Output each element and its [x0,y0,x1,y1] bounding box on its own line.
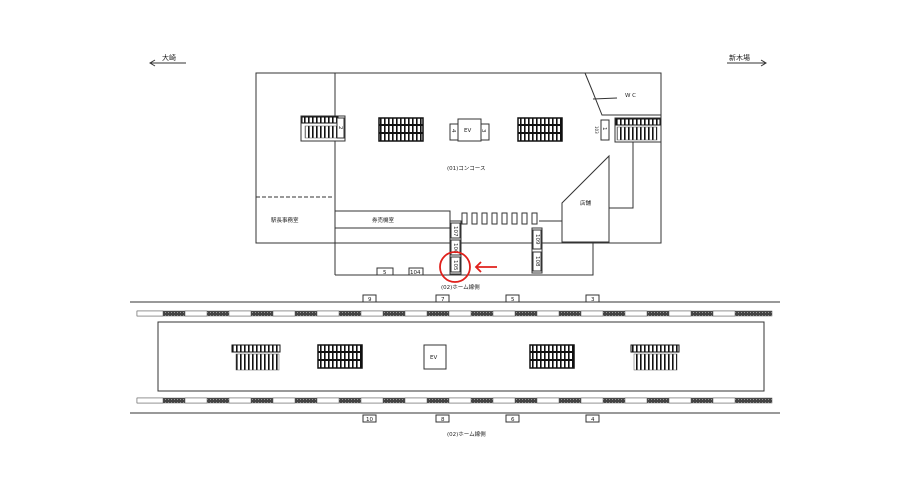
car-number: 4 [591,417,595,423]
car-number: 7 [441,297,445,303]
escalator-left [378,117,424,142]
small-label-103: 103 [594,126,599,134]
ev-left-number: 4 [450,129,456,133]
ev-right-number: 3 [480,129,486,133]
platform-stair-right [630,344,680,371]
label-108: 108 [534,256,540,267]
platform-label-bottom: (02)ホーム線側 [447,430,486,438]
direction-shinkiba: 新木場 [727,53,767,67]
label-105: 105 [452,260,458,271]
label-106: 106 [452,243,458,254]
direction-osaki-label: 大崎 [162,53,176,62]
car-number: 6 [511,417,515,423]
platform-label-top: (02)ホーム線側 [441,283,480,291]
box-104: 104 [410,270,421,276]
car-number: 9 [368,297,372,303]
highlight-circle [439,251,471,283]
direction-osaki: 大崎 [149,53,186,67]
ev-label: EV [464,128,471,134]
elevator: EV 4 3 [449,118,490,142]
label-109: 109 [534,234,540,245]
car-number: 5 [511,297,515,303]
highlight-arrow [474,261,497,273]
gate-column-right: 109 108 [531,227,543,274]
stair-left-number: 2 [337,126,343,130]
platform-stair-left [231,344,281,371]
concourse-floor: 券売機室 駅長事務室 (01)コンコース W C 店舗 107 106 105 [255,72,662,276]
platform: EV 9 7 5 3 10 8 6 4 [130,294,780,423]
stair-right-number: 1 [601,127,607,131]
shop-label: 店舗 [580,199,592,207]
shop [561,154,610,243]
wc-label: W C [625,93,636,99]
ticket-room-label: 券売機室 [372,216,395,224]
direction-shinkiba-label: 新木場 [729,53,750,62]
platform-ev-label: EV [430,355,437,361]
platform-escalator-left [317,344,363,369]
concourse-label: (01)コンコース [447,165,486,172]
car-number: 3 [591,297,595,303]
label-107: 107 [452,226,458,237]
station-master-office-label: 駅長事務室 [271,216,299,224]
ticket-gates [461,212,538,225]
ticket-machine-room [334,210,451,229]
escalator-right [517,117,563,142]
car-number: 10 [366,417,373,423]
stair-left: 2 [300,115,346,142]
car-number: 8 [441,417,445,423]
box-5-concourse: 5 [383,270,387,276]
stair-right: 1 103 [594,117,662,143]
gate-column-left: 107 106 105 [449,220,462,275]
platform-escalator-right [529,344,575,369]
platform-elevator [423,344,447,370]
